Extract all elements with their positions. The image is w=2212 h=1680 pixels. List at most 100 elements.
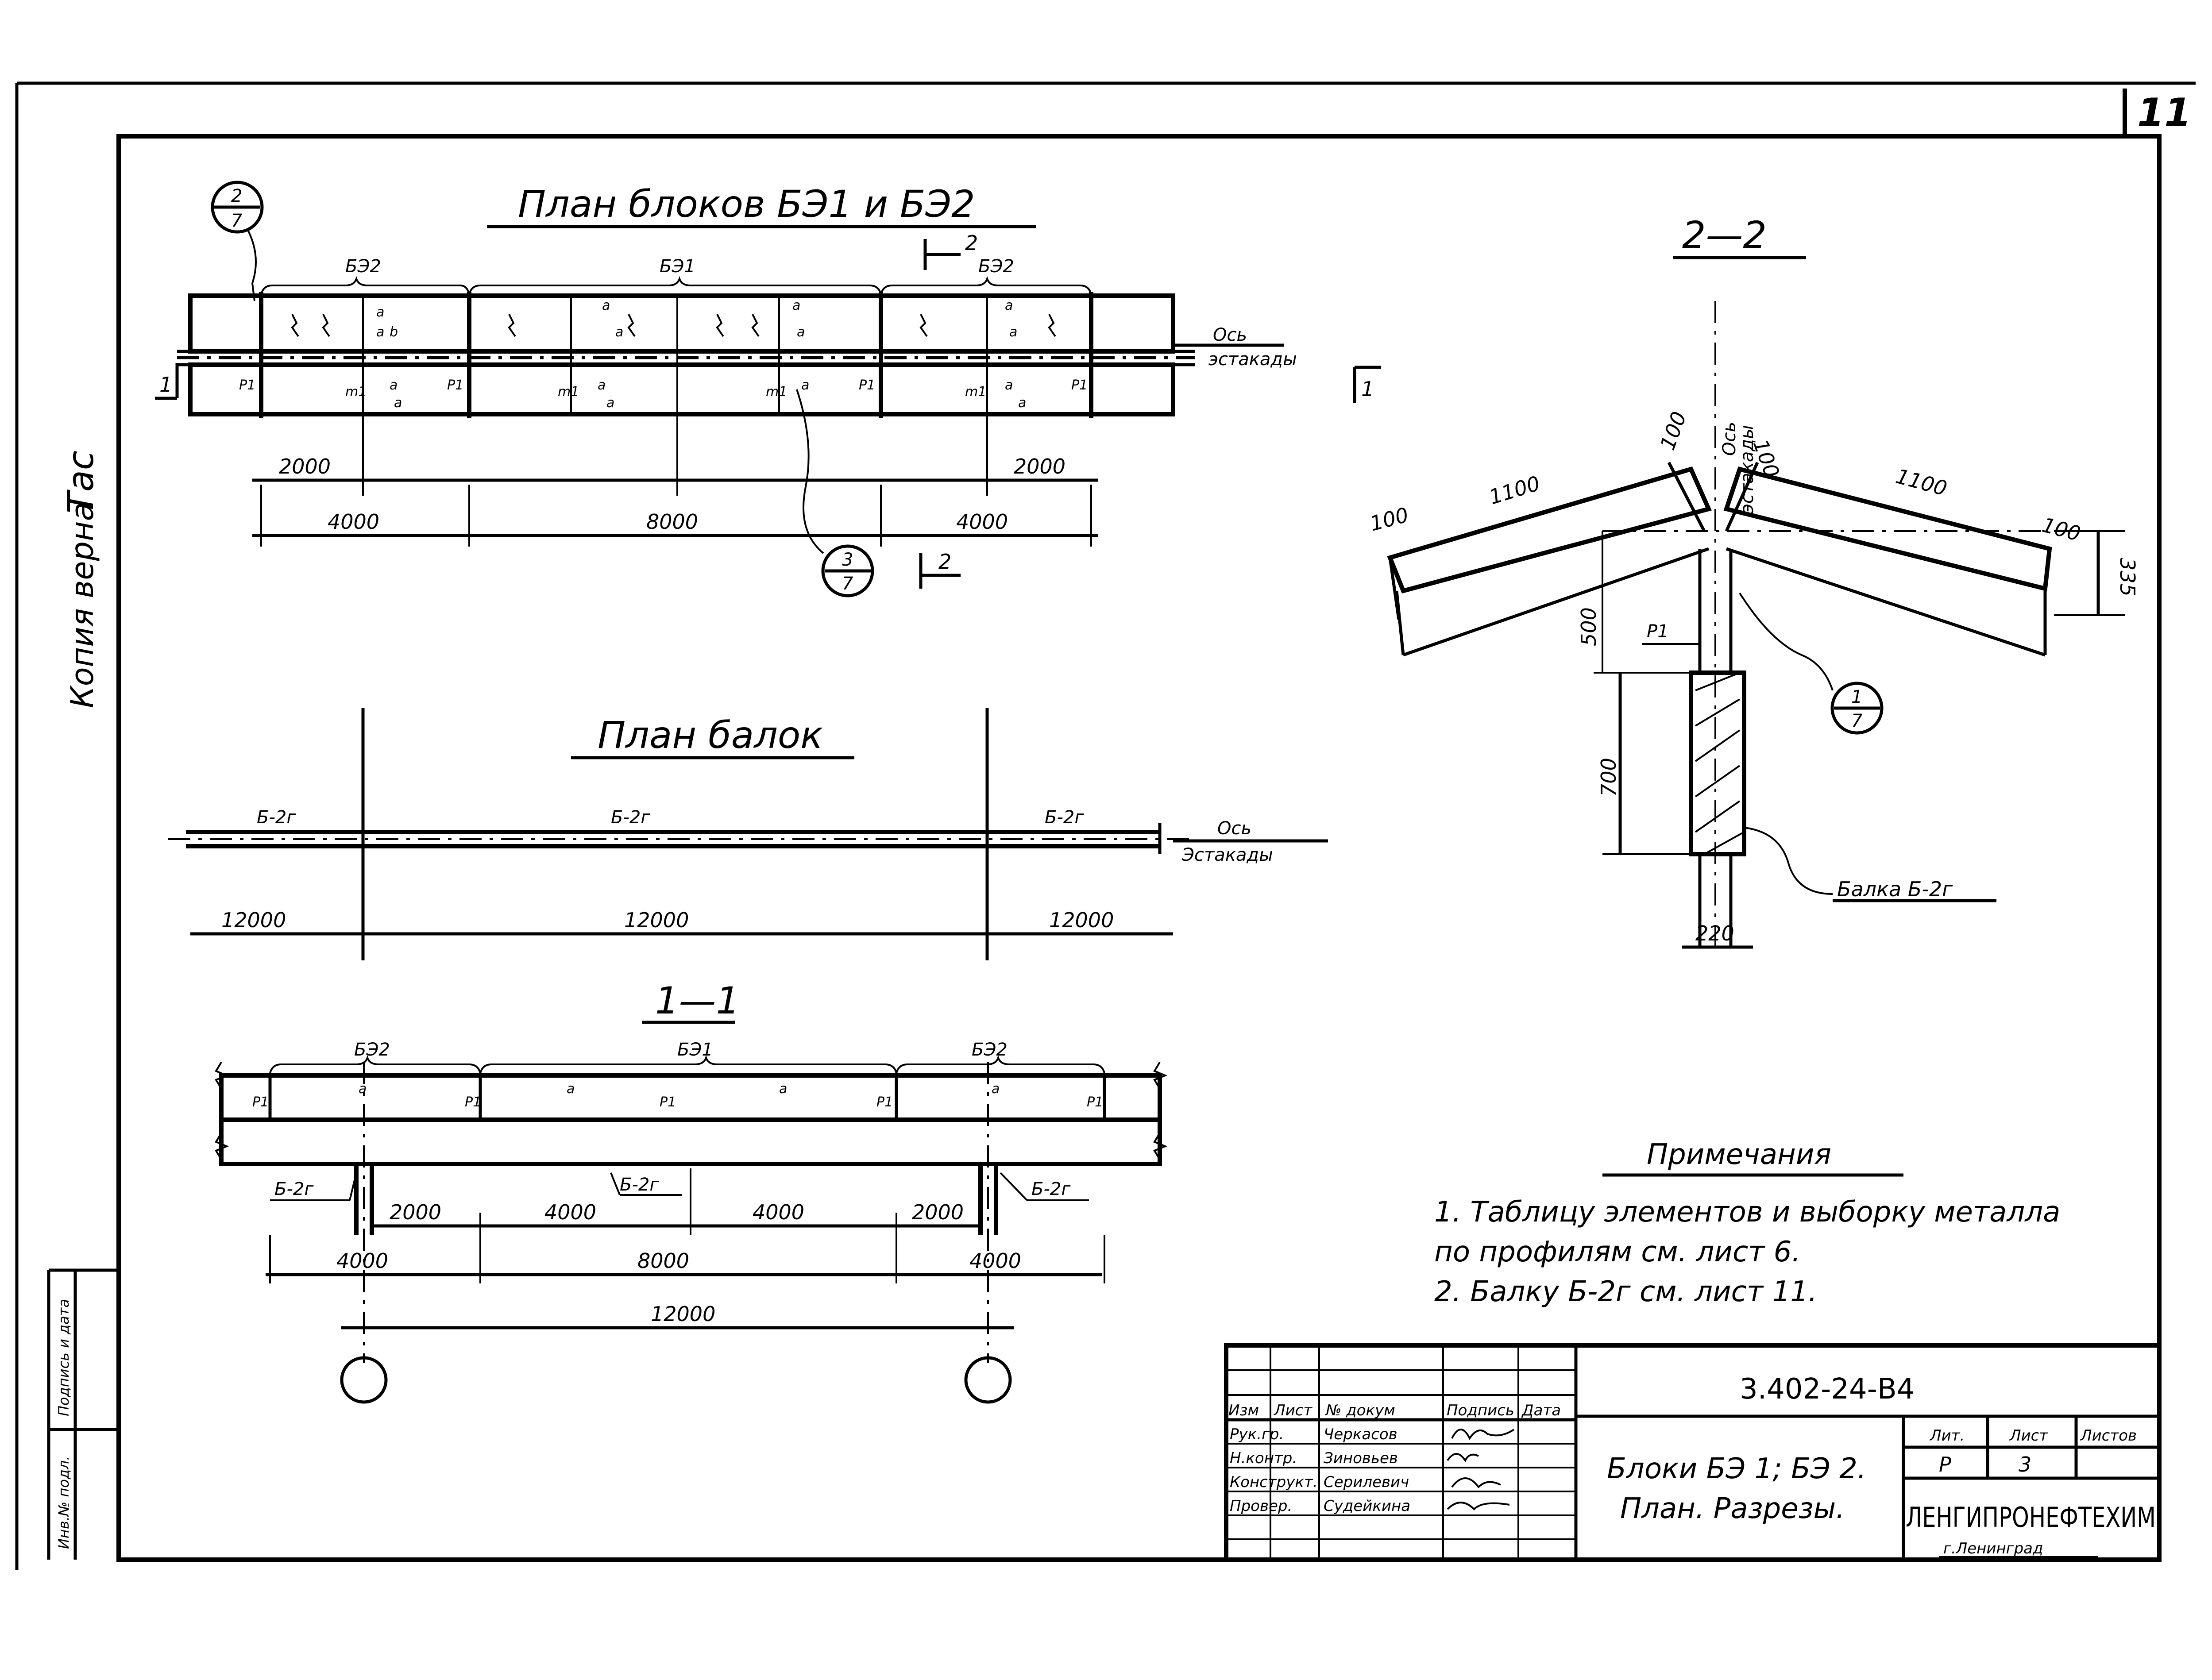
mark-b: b [390,324,398,340]
mark-m1: m1 [345,384,367,400]
section-1-1-beam-left: Б-2г [274,1179,314,1199]
page-number: 11 [2137,90,2191,135]
section-1-1: 1—1 БЭ2 БЭ1 БЭ2 P1 P1 P1 P1 P1 a a a a [215,979,1168,1404]
notes-title: Примечания [1647,1138,1831,1171]
section-mark-2-top: 2 [965,231,978,255]
plan-blocks-axis-2: эстакады [1208,349,1297,370]
callout-2-7-num: 2 [231,186,242,206]
mark-a: a [1018,395,1026,411]
s11-mark-p1: P1 [252,1094,269,1110]
notes: Примечания 1. Таблицу элементов и выборк… [1434,1138,2060,1308]
tb-header-date: Дата [1521,1402,1561,1419]
section-mark-2-bottom: 2 [938,550,951,574]
plan-blocks-label-right: БЭ2 [978,256,1014,277]
mark-a: a [390,378,398,393]
tb-code: 3.402-24-В4 [1740,1373,1915,1406]
s22-dim-right-height: 335 [2115,558,2139,597]
mark-a: a [394,395,402,411]
tb-sheet-title-2: План. Разрезы. [1620,1492,1845,1525]
callout-3-7: 3 7 [796,389,874,597]
s11-mark-p1: P1 [1087,1094,1103,1110]
axis-marker-right [964,1356,1012,1404]
s22-dim-post-height: 500 [1577,607,1601,646]
section-mark-1-right: 1 [1361,377,1374,401]
mark-a: a [797,324,805,340]
section-2-2: 2—2 Ось эстакады 100 1100 100 100 [1367,213,2139,952]
s11-dim-r1-2: 4000 [753,1200,804,1224]
tb-sheet-header: Лист [2009,1427,2048,1445]
tb-stage-header: Лит. [1929,1427,1965,1445]
tb-stage-value: Р [1939,1453,1951,1476]
mark-p1: P1 [1071,378,1088,393]
mark-a: a [615,324,623,340]
tb-header-izm: Изм [1228,1402,1259,1419]
plan-blocks-dim-8000: 8000 [646,510,698,534]
tb-role-2: Конструкт. [1230,1473,1318,1491]
side-label-2: Инв.№ подл. [55,1456,72,1549]
notes-line-1: 1. Таблицу элементов и выборку металла [1434,1196,2060,1229]
side-label-2-text: Инв.№ подл. [55,1456,72,1549]
plan-blocks-marks: a a b a a m1 P1 P1 a a a a m1 a a a m1 P… [239,298,1088,411]
plan-blocks-dim-2000-left: 2000 [279,455,331,478]
mark-a: a [792,298,800,313]
tb-name-3: Судейкина [1324,1497,1410,1515]
tb-sheets-header: Листов [2080,1427,2137,1445]
plan-beams-label-right: Б-2г [1045,807,1084,828]
tb-role-0: Рук.гр. [1230,1426,1284,1443]
s22-axis-1: Ось [1719,422,1740,456]
s22-mark-p1: P1 [1647,621,1669,642]
mark-a: a [376,324,384,340]
s11-dim-r2-1: 8000 [637,1249,689,1273]
plan-beams-axis-2: Эстакады [1181,845,1273,865]
notes-line-3: 2. Балку Б-2г см. лист 11. [1434,1275,1817,1308]
plan-blocks-label-left: БЭ2 [345,256,381,277]
tb-org-city: г.Ленинград [1943,1540,2043,1557]
s22-dim-beam-height: 700 [1597,758,1621,797]
plan-beams-axis-1: Ось [1217,818,1251,839]
plan-beams-dim-mid: 12000 [624,908,689,932]
callout-2-7-den: 7 [231,211,243,231]
signature-0 [1451,1429,1515,1440]
callout-2-7: 2 7 [211,181,264,301]
plan-beams: План балок Б-2г Б-2г Б-2г Ось Эстакады 1… [168,708,1328,960]
s22-beam-label: Балка Б-2г [1837,877,1953,901]
plan-beams-dim-left: 12000 [221,908,286,932]
callout-1-7-num: 1 [1851,687,1862,707]
section-1-1-label-right: БЭ2 [972,1040,1008,1060]
tb-role-1: Н.контр. [1230,1449,1297,1467]
mark-a: a [1009,324,1017,340]
tb-header-list: Лист [1273,1402,1313,1419]
mark-m1: m1 [965,384,986,400]
mark-a: a [602,298,610,313]
s22-dim-right-top: 100 [2039,512,2083,546]
mark-a: a [606,395,614,411]
plan-beams-label-mid: Б-2г [611,807,650,828]
s11-mark-a: a [359,1081,367,1097]
s22-dim-center-left: 100 [1656,408,1691,453]
tb-name-0: Черкасов [1324,1426,1397,1443]
tb-name-1: Зиновьев [1324,1449,1398,1467]
tb-name-2: Серилевич [1324,1473,1409,1491]
axis-marker-left [340,1356,388,1404]
section-1-1-label-left: БЭ2 [354,1040,390,1060]
side-label-1-text: Подпись и дата [55,1299,72,1416]
section-mark-1-left: 1 [159,373,172,397]
mark-a: a [376,304,384,320]
mark-p1: P1 [239,378,255,393]
plan-blocks-title: План блоков БЭ1 и БЭ2 [518,182,975,226]
title-block: Изм Лист № докум Подпись Дата Рук.гр. Че… [1224,1343,2162,1562]
plan-blocks: План блоков БЭ1 и БЭ2 2 7 БЭ2 БЭ1 БЭ2 2 [155,181,1381,597]
s11-mark-p1: P1 [876,1094,893,1110]
plan-blocks-axis-1: Ось [1213,325,1247,345]
section-1-1-beam-mid: Б-2г [620,1175,659,1195]
mark-a: a [1005,298,1013,313]
tb-header-doc: № докум [1325,1402,1395,1419]
mark-p1: P1 [447,378,463,393]
plan-blocks-dim-4000-right: 4000 [956,510,1008,534]
section-1-1-label-mid: БЭ1 [677,1040,713,1060]
section-2-2-title: 2—2 [1682,213,1767,257]
signature-1 [1447,1453,1479,1462]
tb-header-sign: Подпись [1447,1402,1514,1419]
